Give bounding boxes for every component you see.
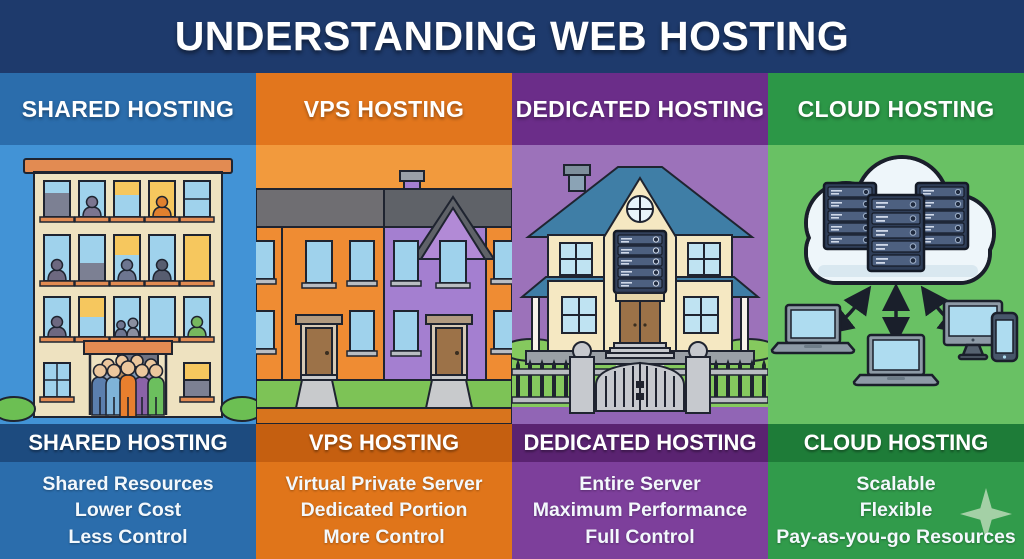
feature-line: Full Control bbox=[585, 525, 695, 548]
server-rack-center bbox=[866, 193, 926, 273]
dedicated-hosting-header-label: DEDICATED HOSTING bbox=[515, 95, 765, 122]
feature-line: More Control bbox=[323, 525, 445, 548]
apartment-building-icon bbox=[0, 158, 256, 422]
vps-hosting-footer-label: VPS HOSTING bbox=[308, 430, 460, 455]
dedicated-hosting-footer-label: DEDICATED HOSTING bbox=[523, 430, 757, 455]
dedicated-hosting-scene bbox=[512, 145, 768, 424]
gate bbox=[595, 361, 685, 412]
dedicated-hosting-features: Entire Server Maximum Performance Full C… bbox=[512, 462, 768, 559]
shared-hosting-features: Shared Resources Lower Cost Less Control bbox=[0, 462, 256, 559]
feature-line: Maximum Performance bbox=[532, 499, 748, 522]
shared-hosting-scene bbox=[0, 145, 256, 424]
cloud-hosting-header-label: CLOUD HOSTING bbox=[797, 95, 995, 122]
column-dedicated-hosting: DEDICATED HOSTING bbox=[512, 73, 768, 559]
shared-hosting-header: SHARED HOSTING bbox=[0, 73, 256, 145]
building-windows-row3 bbox=[39, 296, 215, 343]
cloud-hosting-header: CLOUD HOSTING bbox=[768, 73, 1024, 145]
laptop-left-icon bbox=[770, 303, 856, 355]
building-windows-row2 bbox=[39, 234, 215, 287]
crowd-of-people bbox=[91, 354, 165, 418]
townhouse-doors bbox=[295, 314, 473, 381]
dedicated-hosting-header: DEDICATED HOSTING bbox=[512, 73, 768, 145]
cloud-servers-icon bbox=[770, 155, 1019, 387]
feature-line: Lower Cost bbox=[74, 499, 182, 522]
building-windows-row1 bbox=[39, 180, 215, 223]
column-shared-hosting: SHARED HOSTING bbox=[0, 73, 256, 559]
page-title: UNDERSTANDING WEB HOSTING bbox=[174, 13, 850, 59]
bushes bbox=[0, 396, 256, 422]
window-sills bbox=[256, 278, 512, 357]
cloud-hosting-footer-heading: CLOUD HOSTING bbox=[768, 424, 1024, 462]
server-rack-left bbox=[822, 181, 878, 251]
feature-line: Pay-as-you-go Resources bbox=[776, 525, 1016, 548]
vps-hosting-features: Virtual Private Server Dedicated Portion… bbox=[256, 462, 512, 559]
fence bbox=[512, 341, 768, 414]
shared-hosting-footer-heading: SHARED HOSTING bbox=[0, 424, 256, 462]
hosting-columns: SHARED HOSTING bbox=[0, 73, 1024, 559]
title-bar: UNDERSTANDING WEB HOSTING bbox=[0, 0, 1024, 73]
shared-hosting-header-label: SHARED HOSTING bbox=[21, 95, 235, 122]
server-rack bbox=[612, 229, 668, 295]
feature-line: Flexible bbox=[859, 499, 933, 522]
shared-hosting-footer-label: SHARED HOSTING bbox=[28, 430, 228, 455]
feature-line: Scalable bbox=[856, 472, 936, 495]
double-door bbox=[615, 292, 665, 348]
cloud-hosting-features: Scalable Flexible Pay-as-you-go Resource… bbox=[768, 462, 1024, 559]
vps-hosting-footer-heading: VPS HOSTING bbox=[256, 424, 512, 462]
cloud-hosting-footer-label: CLOUD HOSTING bbox=[803, 430, 989, 455]
cloud-hosting-scene bbox=[768, 145, 1024, 424]
feature-line: Entire Server bbox=[579, 472, 701, 495]
feature-line: Dedicated Portion bbox=[300, 499, 468, 522]
server-racks bbox=[822, 181, 970, 273]
column-cloud-hosting: CLOUD HOSTING bbox=[768, 73, 1024, 559]
feature-line: Less Control bbox=[68, 525, 188, 548]
vps-hosting-header: VPS HOSTING bbox=[256, 73, 512, 145]
vps-hosting-header-label: VPS HOSTING bbox=[303, 95, 465, 122]
column-vps-hosting: VPS HOSTING bbox=[256, 73, 512, 559]
smartphone-icon bbox=[990, 311, 1019, 363]
feature-line: Virtual Private Server bbox=[285, 472, 483, 495]
townhouses-icon bbox=[256, 170, 512, 424]
feature-line: Shared Resources bbox=[42, 472, 214, 495]
vps-hosting-scene bbox=[256, 145, 512, 424]
townhouse-windows bbox=[256, 240, 512, 352]
dedicated-hosting-footer-heading: DEDICATED HOSTING bbox=[512, 424, 768, 462]
sync-arrows bbox=[824, 283, 968, 345]
house-with-server-icon bbox=[512, 164, 768, 424]
laptop-center-icon bbox=[852, 333, 940, 387]
